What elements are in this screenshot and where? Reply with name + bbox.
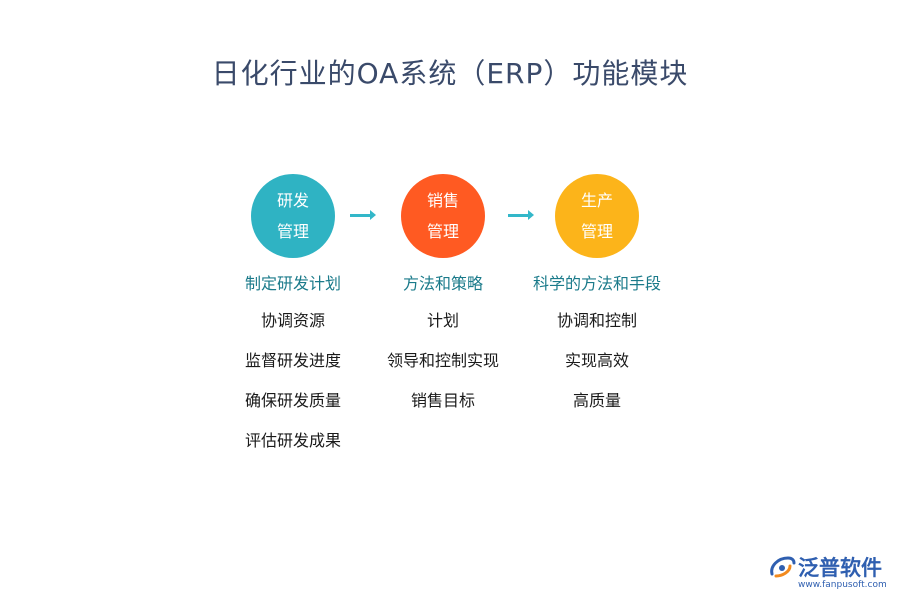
circle-label-line1: 研发 [276, 191, 309, 210]
logo-name: 泛普软件 [798, 556, 882, 580]
list-item: 销售目标 [410, 391, 475, 410]
module-heading: 方法和策略 [402, 274, 483, 293]
circle-label-line1: 生产 [580, 191, 613, 210]
circle-label-line2: 管理 [276, 222, 309, 241]
module-heading: 制定研发计划 [244, 274, 341, 293]
page-title: 日化行业的OA系统（ERP）功能模块 [211, 57, 689, 90]
brand-logo: 泛普软件 www.fanpusoft.com [768, 550, 893, 594]
module-production: 生产 管理 科学的方法和手段 协调和控制 实现高效 高质量 [497, 174, 697, 428]
module-item-list: 协调资源 监督研发进度 确保研发质量 评估研发成果 [193, 308, 393, 468]
arrow-right-icon [350, 210, 376, 220]
module-item-list: 协调和控制 实现高效 高质量 [497, 308, 697, 428]
list-item: 协调和控制 [556, 311, 637, 330]
list-item: 确保研发质量 [244, 391, 341, 410]
logo-mark-icon [770, 556, 796, 578]
sales-circle: 销售 管理 [401, 174, 485, 258]
list-item: 实现高效 [564, 351, 629, 370]
module-research: 研发 管理 制定研发计划 协调资源 监督研发进度 确保研发质量 评估研发成果 [193, 174, 393, 468]
list-item: 评估研发成果 [244, 431, 341, 450]
circle-label-line2: 管理 [426, 222, 459, 241]
module-item-list: 计划 领导和控制实现 销售目标 [343, 308, 543, 428]
list-item: 监督研发进度 [244, 351, 341, 370]
logo-url: www.fanpusoft.com [798, 580, 887, 590]
list-item: 协调资源 [260, 311, 325, 330]
circle-label-line2: 管理 [580, 222, 613, 241]
production-circle: 生产 管理 [555, 174, 639, 258]
circle-label-line1: 销售 [426, 191, 459, 210]
list-item: 计划 [426, 311, 459, 330]
module-heading: 科学的方法和手段 [532, 274, 661, 293]
list-item: 领导和控制实现 [386, 351, 499, 370]
research-circle: 研发 管理 [251, 174, 335, 258]
arrow-right-icon [508, 210, 534, 220]
list-item: 高质量 [572, 391, 621, 410]
module-sales: 销售 管理 方法和策略 计划 领导和控制实现 销售目标 [343, 174, 543, 428]
